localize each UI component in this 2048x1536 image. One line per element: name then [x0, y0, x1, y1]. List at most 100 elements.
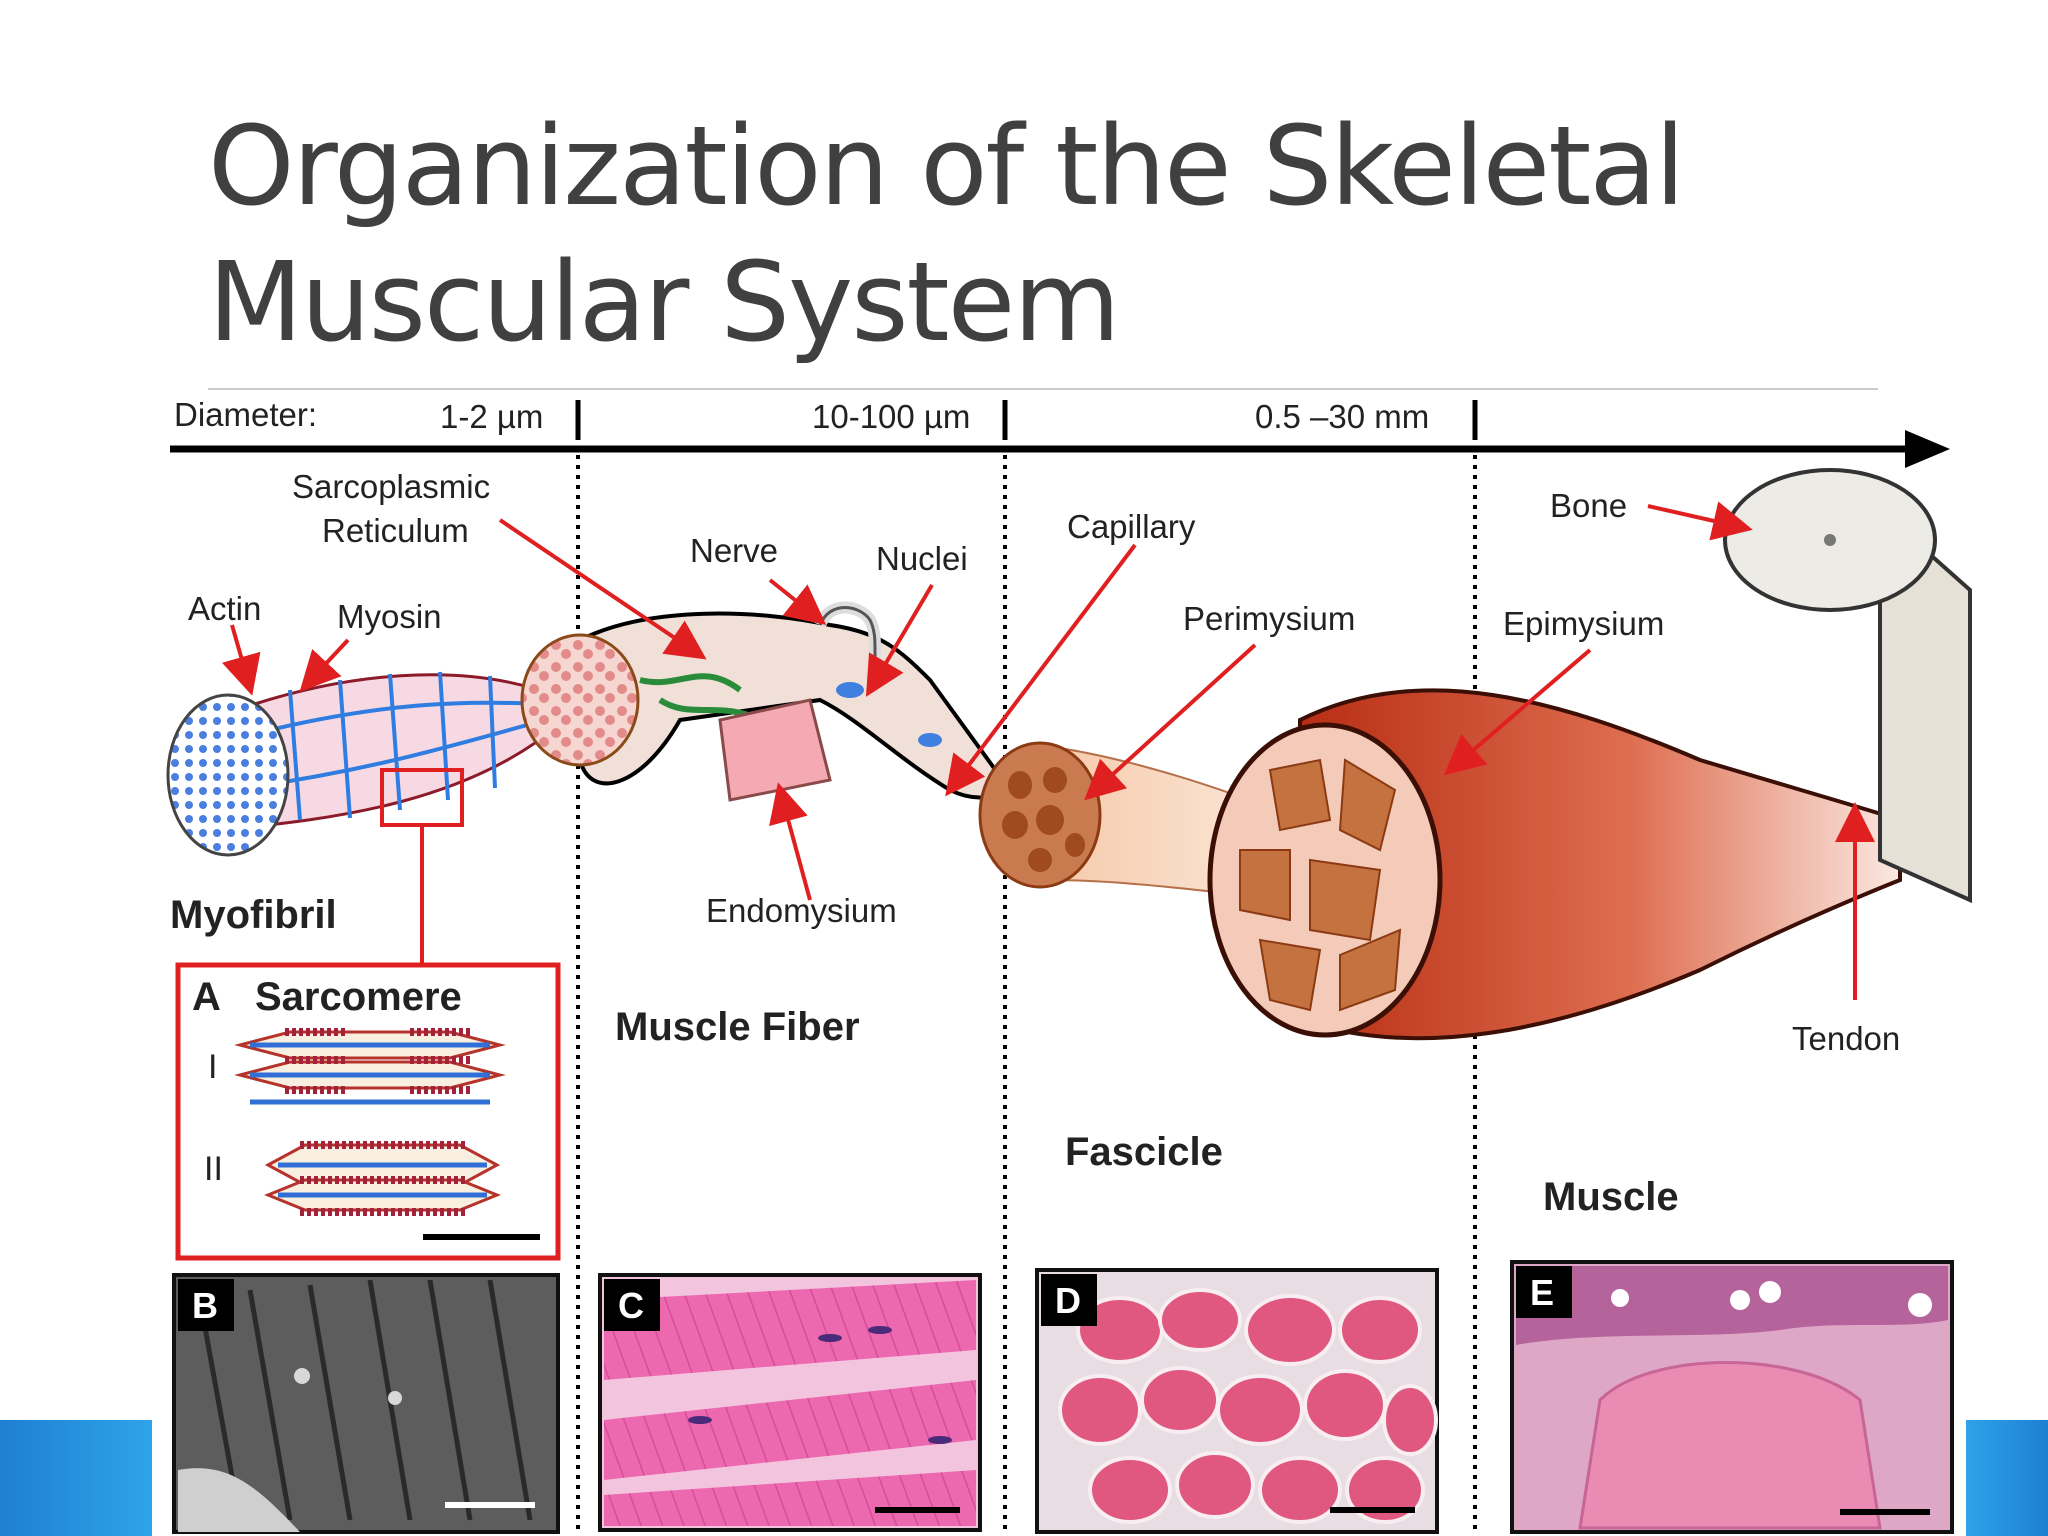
mitochondrion: [388, 1391, 402, 1405]
fascicle-fiber: [1065, 833, 1085, 857]
z-disc-line: [487, 1279, 533, 1521]
fiber-cross-section: [1058, 1374, 1142, 1446]
fascicle-fiber: [1043, 767, 1067, 793]
label-bone: Bone: [1550, 487, 1627, 524]
muscle-fiber-illustration: [520, 601, 1014, 802]
panel-a-row-1-label: I: [208, 1048, 217, 1086]
fascicle-fiber: [1028, 848, 1052, 872]
fascicle-fiber: [1036, 805, 1064, 835]
muscle-fiber-strip: [604, 1280, 976, 1380]
slide-title-line-2: Muscular System: [208, 238, 1120, 366]
label-sarcoplasmic-line2: Reticulum: [322, 512, 469, 549]
label-myosin: Myosin: [337, 598, 442, 635]
z-disc-line: [427, 1279, 473, 1521]
label-perimysium: Perimysium: [1183, 600, 1355, 637]
panel-c-histology: C: [598, 1273, 982, 1532]
fiber-cross-section: [1345, 1456, 1425, 1524]
label-nuclei: Nuclei: [876, 540, 968, 577]
range-1-2um: 1-2 µm: [440, 398, 543, 435]
nucleus: [918, 733, 942, 747]
label-sarcoplasmic-line1: Sarcoplasmic: [292, 468, 490, 505]
label-capillary: Capillary: [1067, 508, 1196, 545]
fascicle-fiber: [1002, 811, 1028, 839]
fiber-cross-section: [1258, 1456, 1342, 1524]
fiber-cross-section: [1216, 1374, 1304, 1446]
slide-title: Organization of the Skeletal Muscular Sy…: [208, 98, 1908, 370]
arrow-myosin: [299, 638, 350, 692]
organelle-cluster: [178, 1468, 300, 1532]
myofibril-zline: [388, 673, 402, 811]
fiber-cross-section: [1338, 1296, 1422, 1364]
fiber-nucleus: [868, 1326, 892, 1334]
panel-e-letter-box: [1516, 1266, 1572, 1318]
diameter-scale: Diameter: 1-2 µm 10-100 µm 0.5 –30 mm: [170, 396, 1950, 468]
sarcomere-state-1: [234, 1028, 506, 1105]
arrow-actin: [221, 624, 261, 696]
panel-a-row-2-label: II: [204, 1150, 223, 1188]
muscle-fascicle: [1309, 858, 1382, 942]
panel-c-letter: C: [618, 1285, 644, 1326]
myofibril-cross-section: [166, 693, 290, 857]
panel-d-letter-box: [1041, 1274, 1097, 1326]
panel-d-letter: D: [1055, 1280, 1081, 1321]
muscle-fascicle: [1268, 758, 1332, 832]
label-endomysium: Endomysium: [706, 892, 897, 929]
muscle-fascicle: [1339, 928, 1402, 1012]
arrow-epimysium: [1443, 648, 1592, 776]
fat-cell: [1611, 1289, 1629, 1307]
myofibril-zline: [488, 675, 497, 789]
section-myofibril: Myofibril: [170, 893, 337, 937]
arrow-bone: [1647, 501, 1753, 541]
fiber-cross-section: [1140, 1366, 1220, 1434]
z-disc-line: [247, 1289, 293, 1521]
fiber-cross-section: [1088, 1456, 1172, 1524]
label-arrows: [221, 501, 1875, 1000]
fiber-nucleus: [928, 1436, 952, 1444]
diameter-label: Diameter:: [174, 396, 317, 433]
arrow-nerve: [768, 578, 827, 625]
scale-arrowhead-icon: [1905, 430, 1950, 468]
slide-title-line-1: Organization of the Skeletal: [208, 102, 1685, 230]
fiber-nucleus: [818, 1334, 842, 1342]
structure-labels: Sarcoplasmic Reticulum Actin Myosin Nerv…: [170, 468, 1900, 1219]
label-nerve: Nerve: [690, 532, 778, 569]
muscle-illustration: [1207, 468, 1972, 1041]
slide-accent-bar-left: [0, 1420, 152, 1536]
fat-cell: [1908, 1293, 1932, 1317]
arrow-nuclei: [865, 583, 934, 697]
title-divider: [208, 388, 1878, 390]
fiber-cross-section: [520, 633, 640, 767]
panel-c-letter-box: [604, 1279, 660, 1331]
panel-a-letter: A: [192, 975, 221, 1019]
muscle-belly: [1298, 688, 1902, 1041]
z-disc-line: [307, 1284, 353, 1521]
arrow-perimysium: [1084, 643, 1257, 801]
fiber-cross-section: [1382, 1384, 1438, 1456]
label-epimysium: Epimysium: [1503, 605, 1664, 642]
nucleus: [836, 682, 864, 698]
fascicle-fiber: [1008, 771, 1032, 799]
fiber-cross-section: [1158, 1288, 1242, 1352]
myofibril-zline: [338, 679, 352, 819]
panel-a-sarcomere: A Sarcomere I II: [175, 962, 561, 1261]
muscle-fascicle: [1258, 938, 1322, 1012]
fat-cell: [1730, 1290, 1750, 1310]
section-muscle: Muscle: [1543, 1175, 1679, 1219]
myofibril-zline: [288, 689, 302, 821]
bone-shaft: [1878, 505, 1972, 904]
panel-b-letter: B: [192, 1285, 218, 1326]
arrow-sarcoplasmic: [498, 518, 707, 660]
arrow-endomysium: [769, 782, 812, 901]
fiber-cross-section: [1244, 1294, 1336, 1366]
panel-e-letter: E: [1530, 1272, 1554, 1313]
panel-d-histology: D: [1035, 1268, 1439, 1534]
myofibril-zline: [438, 671, 450, 801]
mitochondrion: [294, 1368, 310, 1384]
fiber-nucleus: [688, 1416, 712, 1424]
fat-cell: [1759, 1281, 1781, 1303]
range-10-100um: 10-100 µm: [812, 398, 970, 435]
fiber-cross-section: [1303, 1369, 1387, 1441]
range-0.5-30mm: 0.5 –30 mm: [1255, 398, 1429, 435]
label-tendon: Tendon: [1792, 1020, 1900, 1057]
